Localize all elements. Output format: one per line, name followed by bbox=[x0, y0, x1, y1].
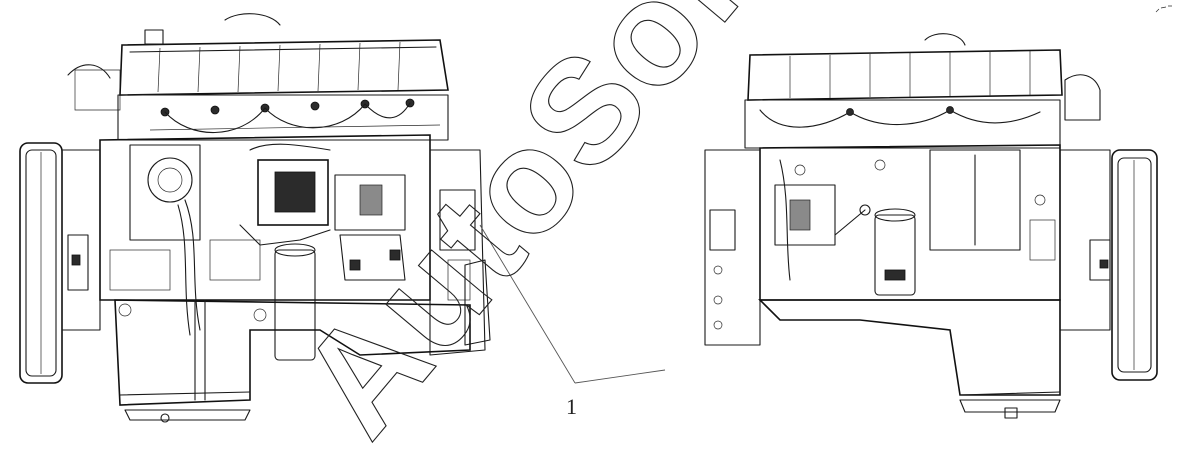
left-valve-cover bbox=[119, 13, 449, 96]
watermark: AutoSoft bbox=[268, 0, 807, 465]
engine-left-side-view bbox=[19, 13, 491, 423]
left-oil-pan bbox=[114, 299, 471, 423]
left-oil-filter bbox=[274, 243, 316, 361]
left-cylinder-head bbox=[117, 94, 449, 141]
right-flywheel-housing bbox=[1059, 74, 1111, 331]
left-intake-side bbox=[429, 149, 491, 356]
callout-1: 1 bbox=[479, 224, 666, 419]
right-flywheel bbox=[1111, 149, 1158, 381]
right-valve-cover bbox=[747, 33, 1063, 101]
right-fuel-filter bbox=[774, 184, 871, 246]
right-cylinder-head bbox=[744, 99, 1061, 149]
left-ecu-module bbox=[239, 143, 331, 246]
right-oil-filter bbox=[874, 208, 916, 296]
right-oil-pan bbox=[758, 299, 1061, 419]
right-front-bracket bbox=[704, 149, 761, 346]
left-fuel-pump bbox=[334, 174, 406, 281]
corner-mark-icon bbox=[1155, 5, 1172, 13]
left-front-cover bbox=[61, 64, 121, 331]
left-front-pulley bbox=[19, 142, 63, 384]
watermark-text: AutoSoft bbox=[268, 0, 806, 465]
callout-1-leader-right bbox=[574, 369, 666, 384]
left-engine-block bbox=[99, 134, 431, 336]
callout-1-label: 1 bbox=[566, 394, 577, 419]
callout-1-leader-left bbox=[479, 224, 576, 384]
engine-right-side-view bbox=[704, 33, 1158, 419]
